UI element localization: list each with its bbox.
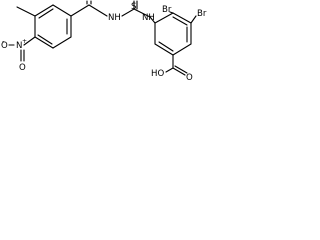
acylthiourea-linker [70,0,151,18]
atom-label-sulfur: S [131,2,136,12]
atom-label-nitro-o: O [19,63,26,73]
carboxylic-acid-group [165,54,188,76]
atom-label-nitro-o-minus: O [1,41,8,51]
methyl-bond [16,6,36,17]
atom-label-br-right: Br [197,9,207,19]
atom-label-amide-nh: NH [108,13,121,23]
nh-ring-bond [149,16,156,24]
br-right-bond [190,15,197,24]
atom-label-thio-nh: NH [142,13,155,23]
chemical-structure: Br Br O - N + O O NH S NH O HO [1,0,207,83]
atom-label-nitro-plus-charge: + [22,38,27,45]
atom-label-nitro-minus-charge: - [2,38,4,45]
nitrophenyl-ring [34,4,72,49]
atom-label-acid-o: O [186,73,193,83]
atom-label-acid-oh: HO [151,69,164,79]
br-top-bond [169,11,174,14]
atom-label-nitro-n: N [16,41,22,51]
atom-label-carbonyl-o: O [85,0,92,2]
dibromobenzoic-ring [154,12,192,56]
nitro-group [8,36,36,62]
atom-label-br-top: Br [162,5,172,15]
